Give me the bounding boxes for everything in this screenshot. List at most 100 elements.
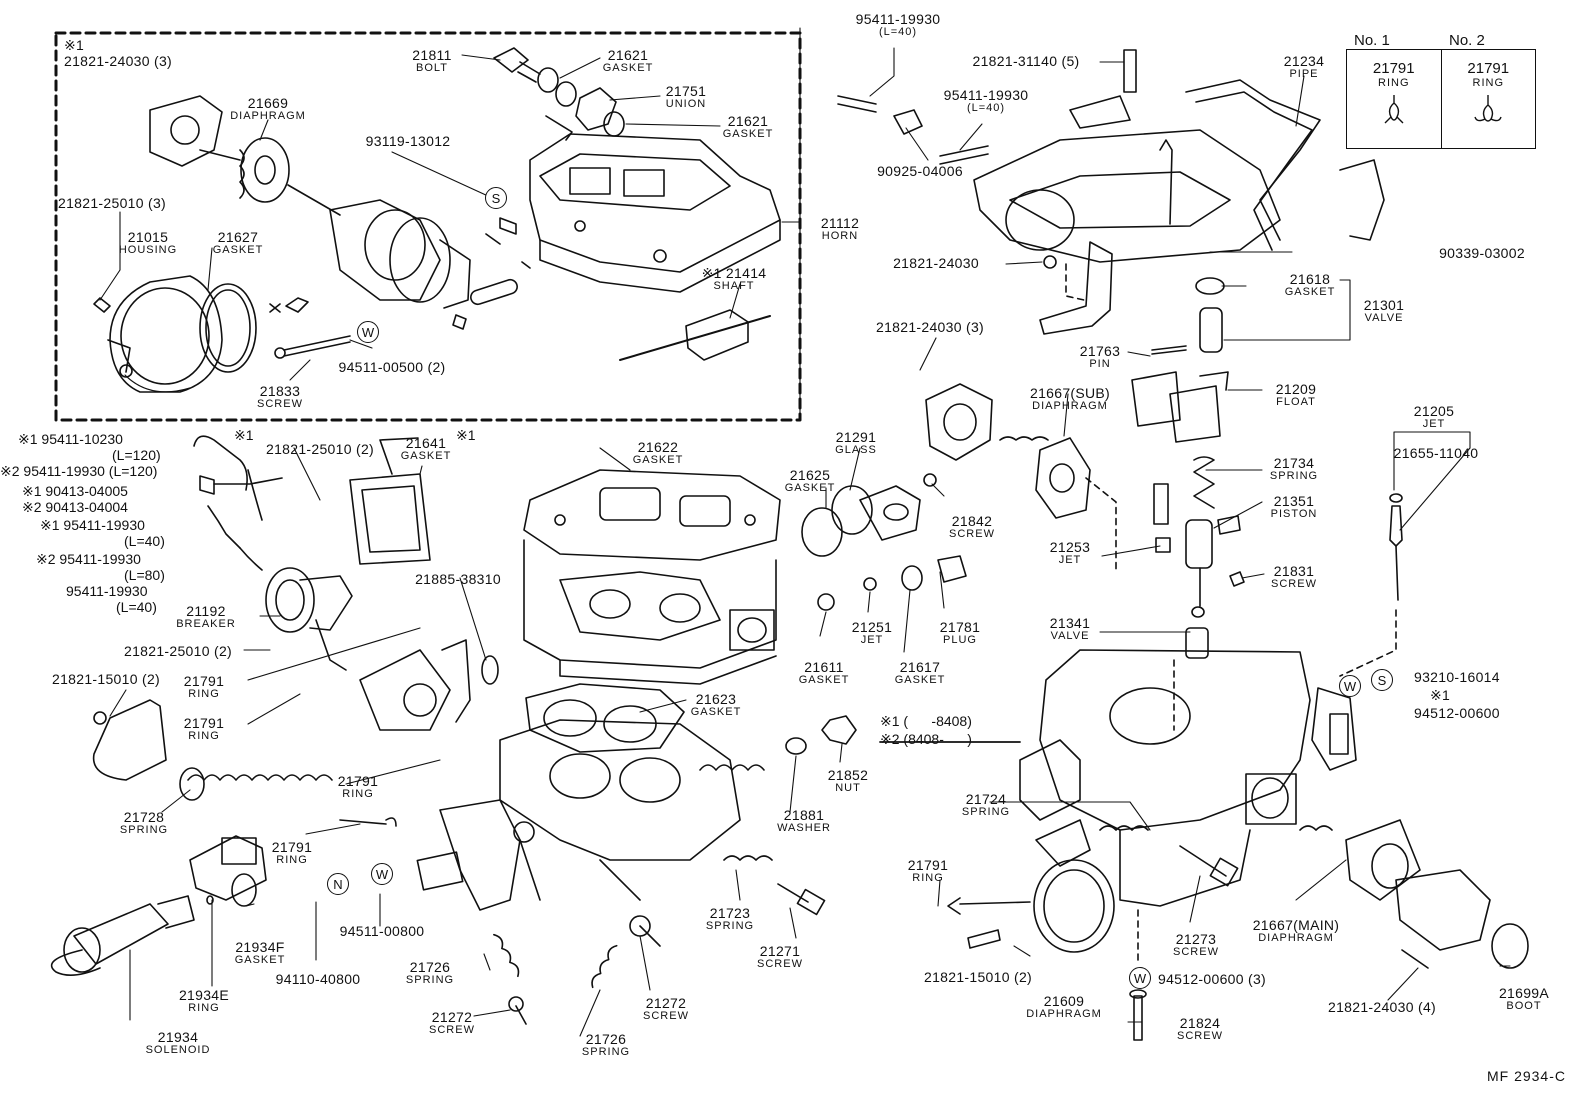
hose-label: ※1 95411-19930 <box>40 517 145 533</box>
gasket-21623 <box>525 683 685 753</box>
callout: 21885-38310 <box>415 571 501 587</box>
hose-label: ※2 95411-19930 <box>36 551 141 567</box>
hose-label: 95411-19930 <box>66 583 148 599</box>
callout: 95411-19930(L=40) <box>943 87 1029 114</box>
leader-lines <box>99 27 1511 1037</box>
air-horn-top <box>973 49 1281 263</box>
lower-right-diaphragm <box>947 819 1529 1041</box>
housing-21015 <box>93 275 309 393</box>
carburetor-body <box>523 539 777 685</box>
lower-main-body <box>1019 649 1357 907</box>
symbol-n-marker: N <box>327 873 349 895</box>
ring-type-legend: No. 1 No. 2 21791 RING 21791 RING <box>1346 32 1536 149</box>
gasket-21641 <box>349 437 431 565</box>
callout: 21821-31140 (5) <box>972 53 1080 69</box>
small-center-parts <box>493 715 857 1025</box>
throttle-body <box>416 719 765 911</box>
legend-part-name: RING <box>1378 77 1410 89</box>
callout: 21655-11040 <box>1393 445 1479 461</box>
legend-header: No. 1 No. 2 <box>1346 32 1536 49</box>
shaft-21414 <box>619 309 771 361</box>
callout: 94511-00800 <box>339 923 425 939</box>
callout: 90339-03002 <box>1439 245 1525 261</box>
hose-label: ※1 95411-10230 <box>18 431 123 447</box>
callout: ※1 <box>1430 687 1451 703</box>
legend-col1-header: No. 1 <box>1354 32 1390 49</box>
solenoid-21934 <box>50 835 267 976</box>
legend-cell-1: 21791 RING <box>1347 50 1441 148</box>
applicability-note-1: ※1 ( -8408) <box>880 713 972 729</box>
hoses-top-right <box>837 95 989 165</box>
callout: 21821-15010 (2) <box>923 969 1033 985</box>
valve-float-parts <box>1131 277 1229 443</box>
screw-21833 <box>274 335 351 359</box>
sub-diaphragm-21667 <box>925 383 1117 571</box>
callout: 94511-00500 (2) <box>338 359 446 375</box>
symbol-s-marker: S <box>485 187 507 209</box>
callout: 21821-25010 (3) <box>58 195 167 211</box>
callout: 94110-40800 <box>275 971 361 987</box>
hose-label: ※2 95411-19930 (L=120) <box>0 463 158 479</box>
legend-box: 21791 RING 21791 RING <box>1346 49 1536 149</box>
bracket-and-spring-left <box>92 699 397 827</box>
hose-label: ※1 <box>234 427 254 443</box>
ring-clip-icon <box>1474 95 1502 122</box>
figure-code: MF 2934-C <box>1486 1068 1566 1084</box>
hose-label: ※2 90413-04004 <box>22 499 128 515</box>
hose-label: (L=120) <box>112 447 161 463</box>
pipe-21234 <box>1185 79 1385 251</box>
gasket-21622 <box>523 469 781 561</box>
applicability-note-2: ※2 (8408- ) <box>880 731 972 747</box>
callout: 90925-04006 <box>877 163 963 179</box>
callout: ※1 <box>64 37 85 53</box>
spring-piston-valve <box>1153 456 1245 731</box>
glass-and-gaskets <box>801 473 967 611</box>
legend-part-name: RING <box>1472 77 1504 89</box>
callout: 21821-24030 <box>893 255 979 271</box>
callout: 94512-00600 <box>1414 705 1500 721</box>
callout: 93210-16014 <box>1414 669 1500 685</box>
symbol-w-marker: W <box>371 863 393 885</box>
legend-part-number: 21791 <box>1467 60 1510 77</box>
